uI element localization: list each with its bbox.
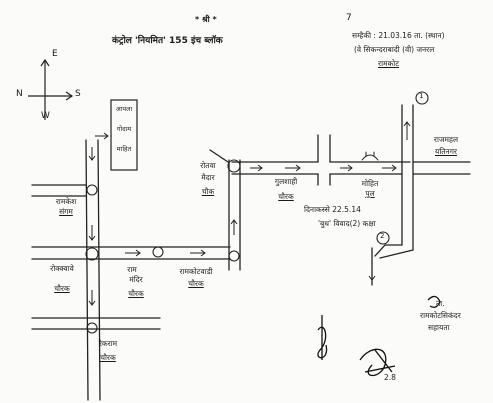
stamp-line-1: ता. [436,299,445,308]
place-bottom-1: रेकराम [98,339,118,348]
compass-west: W [41,111,50,121]
place-midright-1: रामकोटवाडी [179,267,213,276]
place-center-2: मंदिर [129,275,143,284]
header-note-2: (वे सिकन्दराबादी (वी) जनरल [354,45,435,54]
place-topcenter-2: मैदार [201,173,215,182]
godown-box [110,99,138,171]
place-left-top-2: संगम [59,207,73,216]
header-title: * श्री * [195,15,217,24]
junction-2 [85,247,99,261]
arrow-right-3 [250,164,263,172]
place-goli-1: गुलशाही [274,177,298,186]
road-left-vertical-a [85,139,89,401]
box-label-1: आपला [115,105,133,113]
box-label-2: गोदाम [116,125,132,133]
arrow-right-1 [125,249,141,257]
junction-1 [86,184,98,196]
note-date-1: दिनाकस्से 22.5.14 [304,205,361,214]
compass-arrow-right [65,91,74,101]
junction-3 [152,246,164,258]
header-route: कंट्रोल 'नियमित' 155 इंच ब्लॉक [112,36,223,46]
arrow-right-5 [340,164,353,172]
place-topright-2: यतिनगर [434,147,458,156]
place-goli-2: चौरक [278,192,294,201]
arrow-right-4 [285,164,301,172]
header-note-3: रामकोट [378,59,399,68]
arrow-down-1 [88,147,96,161]
junction-5 [86,322,98,334]
signature-2 [359,348,396,377]
place-center-3: चौरक [128,289,144,298]
junction-6 [227,159,241,173]
junction-8 [376,231,390,245]
place-bridge-1: मोहित [361,179,379,188]
arrow-right-6 [382,164,397,172]
place-left-mid-2: चौरक [54,284,70,293]
circle-number-1: 1 [419,92,424,100]
arrow-down-3 [88,290,96,306]
road-right-lower-a [374,244,403,257]
compass-north: N [16,89,23,99]
page-number: 7 [346,13,352,23]
arrow-left-1 [95,132,109,140]
bridge-mark [361,154,379,161]
arrow-up-2 [403,121,411,140]
road-upper-stub [209,149,229,163]
compass-east: E [52,49,58,59]
header-note-1: सम्हैकी : 21.03.16 ता. (स्थान) [352,31,445,40]
place-center-1: राम [127,265,137,274]
place-bridge-2: पुल [365,189,375,198]
place-left-top-1: रामकेश [55,197,77,206]
stamp-line-3: सहायता [428,323,450,332]
place-bottom-2: चौरक [100,353,116,362]
compass-south: S [75,89,81,99]
arrow-up-1 [230,219,238,235]
arrow-right-2 [190,249,206,257]
place-topcenter-3: चौक [201,187,215,196]
stamp-line-2: रामकोटसिकंदर [420,311,461,320]
road-right-lower-b [379,239,414,259]
arrow-down-2 [88,225,96,241]
road-left-vertical-b [97,139,101,401]
note-date-2: 'बुध' विवाद(2) कक्षा [318,219,376,228]
junction-7 [415,91,429,105]
signature-date: 2.8 [384,373,396,382]
box-label-3: माहित [116,145,132,153]
signature-1 [317,315,328,360]
place-midright-2: चौरक [188,279,204,288]
place-left-mid-1: रोक्क्वावे [50,264,74,273]
circle-number-2: 2 [380,232,385,240]
arrow-down-4 [368,262,376,281]
stamp-scribble [427,295,441,308]
place-topright-1: राजमहल [433,135,459,144]
junction-4 [228,250,240,262]
place-topcenter-1: रोतवा [200,161,216,170]
compass-arrow-up [40,58,50,67]
